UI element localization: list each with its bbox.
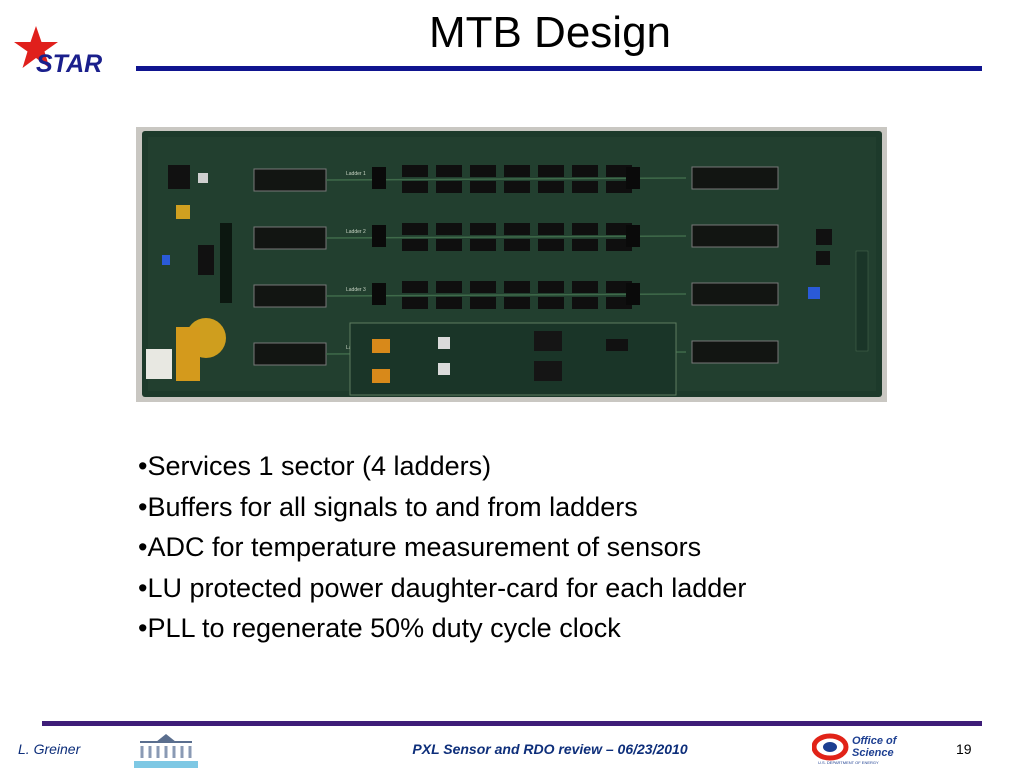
left-connector: [253, 284, 327, 308]
buffer-chip: [436, 239, 462, 251]
buffer-chip: [572, 281, 598, 293]
ladder-silkscreen-label: Ladder 2: [346, 229, 366, 235]
buffer-chip: [504, 239, 530, 251]
header-chip: [626, 283, 640, 305]
buffer-chip: [572, 239, 598, 251]
buffer-chip: [402, 297, 428, 309]
star-logo-text: STAR: [36, 50, 103, 78]
buffer-chip: [606, 165, 632, 177]
buffer-chip: [436, 281, 462, 293]
buffer-chip: [538, 223, 564, 235]
buffer-chip: [402, 239, 428, 251]
buffer-chip: [538, 181, 564, 193]
buffer-chip: [538, 297, 564, 309]
buffer-chip: [572, 181, 598, 193]
right-connector: [691, 224, 779, 248]
bullet-item: •ADC for temperature measurement of sens…: [138, 532, 702, 562]
buffer-chip: [606, 239, 632, 251]
footer-title: PXL Sensor and RDO review – 06/23/2010: [412, 741, 688, 757]
right-connector: [691, 282, 779, 306]
right-connector: [691, 340, 779, 364]
title-divider: [136, 66, 982, 71]
buffer-chip: [606, 223, 632, 235]
buffer-chip: [436, 223, 462, 235]
buffer-chip: [470, 239, 496, 251]
buffer-chip: [504, 281, 530, 293]
buffer-chip: [606, 297, 632, 309]
buffer-chip: [436, 181, 462, 193]
doe-line1: Office of: [852, 735, 898, 747]
header-chip: [372, 167, 386, 189]
page-number: 19: [956, 741, 972, 757]
buffer-chip: [606, 281, 632, 293]
header-chip: [372, 283, 386, 305]
buffer-chip: [606, 181, 632, 193]
bullet-list: •Services 1 sector (4 ladders) •Buffers …: [138, 446, 988, 649]
buffer-chip: [436, 165, 462, 177]
doe-line2: Science: [852, 747, 894, 759]
doe-line3: U.S. DEPARTMENT OF ENERGY: [818, 760, 879, 765]
buffer-chip: [470, 297, 496, 309]
buffer-chip: [402, 223, 428, 235]
buffer-chip: [470, 165, 496, 177]
buffer-chip: [470, 281, 496, 293]
header-chip: [372, 225, 386, 247]
left-connector: [253, 168, 327, 192]
bullet-item: •Buffers for all signals to and from lad…: [138, 491, 638, 522]
star-icon: [14, 26, 58, 68]
buffer-chip: [538, 281, 564, 293]
ladder-silkscreen-label: Ladder 3: [346, 287, 366, 293]
star-logo: [14, 26, 58, 68]
left-connector: [253, 342, 327, 366]
footer-author: L. Greiner: [18, 741, 81, 757]
header-chip: [626, 167, 640, 189]
bullet-item: •Services 1 sector (4 ladders): [138, 451, 492, 481]
buffer-chip: [402, 165, 428, 177]
footer-divider: [42, 721, 982, 726]
buffer-chip: [436, 297, 462, 309]
buffer-chip: [572, 165, 598, 177]
left-connector: [253, 226, 327, 250]
buffer-chip: [504, 297, 530, 309]
buffer-chip: [402, 281, 428, 293]
buffer-chip: [504, 181, 530, 193]
buffer-chip: [572, 223, 598, 235]
buffer-chip: [538, 165, 564, 177]
header-chip: [626, 225, 640, 247]
buffer-chip: [572, 297, 598, 309]
buffer-chip: [538, 239, 564, 251]
right-connector: [691, 166, 779, 190]
slide-title: MTB Design: [428, 8, 672, 57]
bullet-item: •PLL to regenerate 50% duty cycle clock: [138, 613, 621, 643]
doe-office-of-science-logo: Office of Science U.S. DEPARTMENT OF ENE…: [812, 733, 898, 765]
buffer-chip: [504, 223, 530, 235]
ladder-silkscreen-label: Ladder 1: [346, 171, 366, 177]
buffer-chip: [470, 223, 496, 235]
buffer-chip: [470, 181, 496, 193]
buffer-chip: [402, 181, 428, 193]
bullet-item: •LU protected power daughter-card for ea…: [138, 572, 747, 603]
buffer-chip: [504, 165, 530, 177]
lab-logo-icon: [134, 734, 198, 768]
